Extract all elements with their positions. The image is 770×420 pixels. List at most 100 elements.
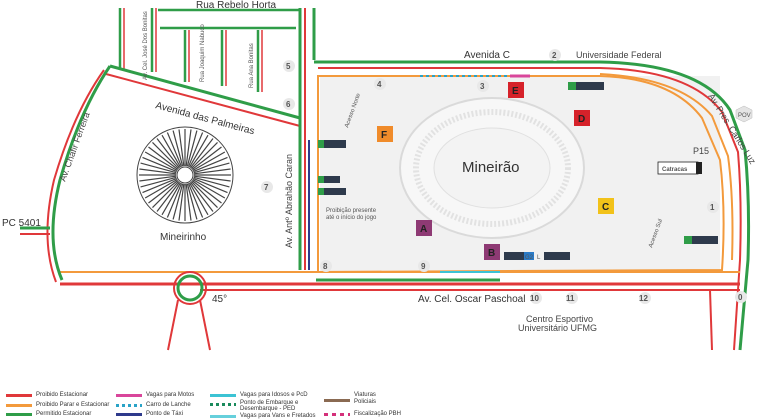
gate-2: 2 bbox=[552, 51, 557, 60]
mineirinho-roof-spoke bbox=[193, 175, 231, 182]
mineirinho-roof-spoke bbox=[186, 130, 198, 167]
right-exit-road bbox=[709, 289, 713, 351]
legend-ponto-embarque-2: Desembarque - PED bbox=[240, 406, 296, 412]
mineirinho-roof-spoke bbox=[166, 183, 183, 218]
mineirinho-roof-spoke bbox=[187, 132, 204, 167]
avenida-c-road bbox=[314, 60, 751, 351]
label-universidade-federal: Universidade Federal bbox=[576, 50, 662, 60]
mineirinho-roof-spoke bbox=[148, 180, 179, 204]
mineirinho-roof-spoke bbox=[188, 182, 209, 216]
catracas-sign bbox=[657, 161, 702, 175]
legend-swatch-red bbox=[6, 394, 32, 397]
mineirinho-roof-spoke bbox=[144, 178, 178, 199]
mineirinho-roof-spoke bbox=[166, 132, 183, 167]
zone-f bbox=[377, 126, 393, 142]
legend-swatch-teal-dots bbox=[210, 403, 236, 406]
mineirinho-roof-spoke bbox=[161, 134, 182, 168]
gate-7: 7 bbox=[264, 183, 269, 192]
zone-d-label: D bbox=[578, 114, 585, 125]
mineirinho-roof-spoke bbox=[156, 138, 180, 169]
mineirinho-roof-spoke bbox=[191, 146, 222, 170]
mineirinho-roof-spoke bbox=[152, 142, 180, 170]
mineirinho-roof-spoke bbox=[188, 134, 209, 168]
legend-swatch-cyan-2 bbox=[210, 415, 236, 418]
label-rua-joaquim-nabuco: Rua Joaquim Nabuco bbox=[200, 24, 206, 82]
zone-a bbox=[416, 220, 432, 236]
gate-10: 10 bbox=[530, 294, 539, 303]
legend-swatch-navy bbox=[116, 413, 142, 416]
inner-ring-road bbox=[317, 74, 725, 274]
street-grid-red bbox=[123, 8, 263, 92]
mineirinho-roof-spoke bbox=[140, 176, 177, 188]
gate-markers: 0 1 2 3 4 5 6 7 8 9 10 11 12 bbox=[261, 49, 747, 304]
gate-0: 0 bbox=[738, 293, 743, 302]
gate-3: 3 bbox=[480, 82, 485, 91]
mineirinho-roof-spoke bbox=[152, 180, 180, 208]
zone-e bbox=[508, 82, 524, 98]
label-av-cel-oscar-paschoal: Av. Cel. Oscar Paschoal bbox=[418, 294, 525, 305]
p15-label: P15 bbox=[693, 146, 709, 156]
mineirinho-roof-spoke bbox=[185, 183, 192, 221]
pov-label: POV bbox=[738, 113, 751, 119]
av-abrahao-caran-road bbox=[298, 8, 316, 270]
small-signs bbox=[318, 82, 718, 260]
mineirinho-roof-spoke bbox=[190, 181, 214, 212]
zone-a-label: A bbox=[420, 224, 427, 235]
label-mineirao: Mineirão bbox=[462, 159, 520, 176]
mineirinho-roof-spoke bbox=[192, 178, 226, 199]
street-grid bbox=[118, 8, 300, 92]
legend-swatch-magenta-dots bbox=[324, 413, 350, 416]
legend-proibido-estacionar: Proibido Estacionar bbox=[36, 392, 89, 398]
mineirinho-arena bbox=[136, 126, 234, 224]
mineirinho-roof-spoke bbox=[139, 175, 177, 182]
marker-l: L bbox=[537, 255, 541, 261]
label-proibicao-line2: até o início do jogo bbox=[326, 215, 377, 221]
legend-swatch-brown bbox=[324, 399, 350, 402]
legend-swatch-orange bbox=[6, 404, 32, 407]
mineirinho-roof-spoke bbox=[142, 156, 177, 173]
legend-carro-lanche: Carro de Lanche bbox=[146, 402, 191, 408]
mineirinho-roof-spoke bbox=[193, 162, 230, 174]
mineirinho-roof-spoke bbox=[187, 183, 204, 218]
label-av-abrahao-caran: Av. Antº Abrahão Caran bbox=[284, 154, 294, 248]
zone-b bbox=[484, 244, 500, 260]
label-proibicao-line1: Proibição presente bbox=[326, 208, 377, 214]
av-cel-oscar-paschoal-road bbox=[60, 271, 740, 291]
legend-proibido-parar: Proibido Parar e Estacionar bbox=[36, 402, 110, 408]
label-universitario-ufmg: Universitário UFMG bbox=[518, 323, 597, 333]
legend-viaturas-2: Policiais bbox=[354, 399, 377, 405]
label-avenida-c: Avenida C bbox=[464, 50, 510, 61]
gate-5: 5 bbox=[286, 62, 291, 71]
zone-b-label: B bbox=[488, 248, 495, 259]
label-45-degrees: 45° bbox=[212, 294, 227, 305]
label-rua-ana-bonitas: Rua Ana Bonitas bbox=[249, 43, 255, 88]
mineirinho-roof-spoke bbox=[190, 142, 218, 170]
map-legend: Proibido Estacionar Proibido Parar e Est… bbox=[0, 384, 770, 420]
mineirinho-roof-spoke bbox=[144, 151, 178, 172]
zone-markers: A B C D E F bbox=[377, 82, 614, 260]
mineirinho-roof-spoke bbox=[186, 183, 198, 220]
avenida-das-palmeiras-road bbox=[105, 64, 301, 127]
pov-marker: POV bbox=[735, 105, 753, 123]
mineirinho-roof-spoke bbox=[191, 180, 222, 204]
gate-9: 9 bbox=[421, 262, 426, 271]
legend-swatch-green bbox=[6, 413, 32, 416]
gate-8: 8 bbox=[323, 262, 328, 271]
zone-c bbox=[598, 198, 614, 214]
mineirinho-roof-spoke bbox=[185, 129, 192, 167]
zone-e-label: E bbox=[512, 86, 519, 97]
gate-11: 11 bbox=[566, 294, 575, 303]
zone-f-label: F bbox=[381, 130, 387, 141]
label-av-cel-jose-das-bonitas: Av. Cel. José Dos Bonitas bbox=[143, 11, 149, 80]
mineirinho-roof-spoke bbox=[156, 181, 180, 212]
mineirinho-roof-spoke bbox=[148, 146, 179, 170]
mineirinho-roof-spoke bbox=[172, 183, 184, 220]
legend-ponto-taxi: Ponto de Táxi bbox=[146, 411, 183, 417]
legend-swatch-cyan bbox=[210, 394, 236, 397]
gate-1: 1 bbox=[710, 203, 715, 212]
label-pc-5401: PC 5401 bbox=[2, 218, 41, 229]
legend-fiscalizacao: Fiscalização PBH bbox=[354, 411, 402, 417]
mineirinho-roof-spoke bbox=[193, 177, 228, 194]
av-chafir-ferreira-road bbox=[20, 65, 112, 283]
legend-vagas-idosos: Vagas para Idosos e PcD bbox=[240, 392, 308, 398]
